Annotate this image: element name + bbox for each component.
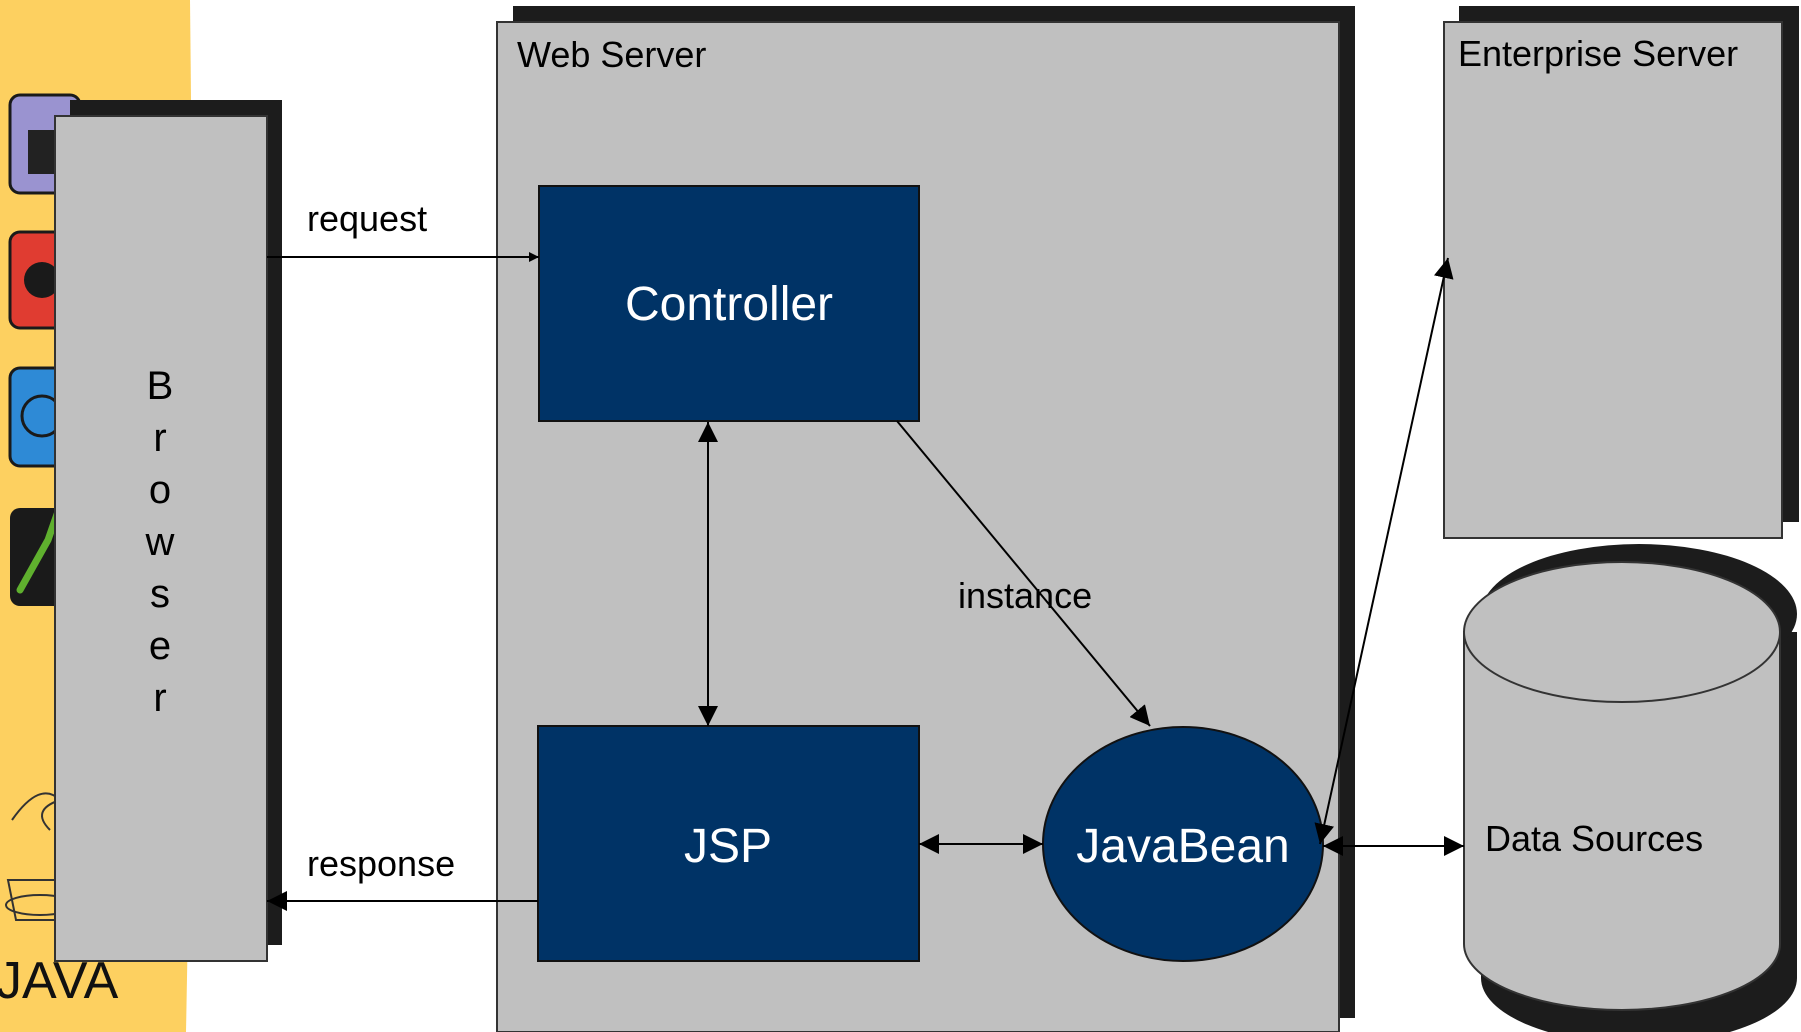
response-label: response — [307, 843, 455, 884]
enterprise-server-panel — [1443, 21, 1783, 539]
browser-letter: o — [149, 468, 171, 512]
instance-label: instance — [958, 575, 1092, 616]
controller-box — [538, 185, 920, 422]
javabean-enterprise-arrow — [1314, 257, 1454, 845]
browser-letter: B — [147, 364, 174, 408]
instance-arrow — [896, 420, 1151, 727]
data-sources-cylinder — [1463, 544, 1797, 1032]
browser-letter: r — [153, 676, 166, 720]
jsp-box — [537, 725, 920, 962]
javabean-label: JavaBean — [1076, 820, 1290, 873]
browser-letter: s — [150, 572, 170, 616]
browser-letter: r — [153, 416, 166, 460]
enterprise-server-title: Enterprise Server — [1458, 33, 1738, 74]
jsp-label: JSP — [684, 820, 772, 873]
request-label: request — [307, 198, 427, 239]
web-server-title: Web Server — [517, 34, 706, 75]
browser-letter: w — [145, 520, 175, 564]
browser-letter: e — [149, 624, 171, 668]
controller-label: Controller — [625, 278, 833, 331]
browser-panel — [54, 115, 268, 962]
data-sources-label: Data Sources — [1485, 818, 1703, 859]
